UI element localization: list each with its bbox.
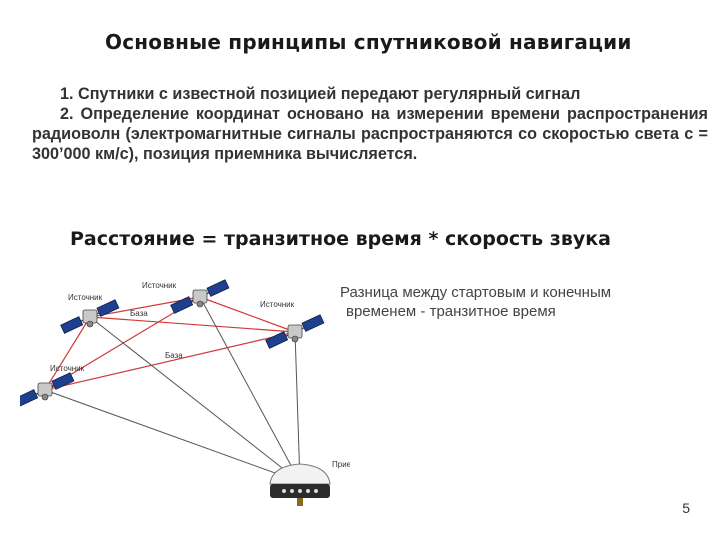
gps-receiver-icon: [269, 463, 331, 506]
page-number: 5: [682, 500, 690, 516]
principle-text-2: Определение координат основано на измере…: [32, 105, 709, 163]
label-receiver: Приемник: [332, 460, 350, 469]
satellite-icon: [265, 314, 325, 349]
label-source-4: Источник: [50, 364, 85, 373]
principle-text-1: Спутники с известной позицией передают р…: [78, 85, 581, 103]
slide-title: Основные принципы спутниковой навигации: [105, 30, 632, 54]
principle-number-2: 2.: [60, 105, 74, 123]
base-lines: [44, 296, 296, 391]
principle-item-2: 2. Определение координат основано на изм…: [32, 104, 708, 164]
satellite-icon: [170, 279, 230, 314]
satellite-icon: [60, 299, 120, 334]
distance-formula: Расстояние = транзитное время * скорость…: [70, 228, 611, 250]
caption-line-1: Разница между стартовым и конечным: [340, 284, 612, 301]
label-base-2: База: [165, 351, 183, 360]
principle-number-1: 1.: [60, 85, 74, 103]
label-source-1: Источник: [68, 293, 103, 302]
label-source-3: Источник: [260, 300, 295, 309]
satellite-diagram: Источник Источник Источник Источник База…: [20, 272, 350, 522]
label-source-2: Источник: [142, 281, 177, 290]
caption-line-2: временем - транзитное время: [346, 303, 556, 320]
transit-time-caption: Разница между стартовым и конечным време…: [340, 283, 700, 321]
principles-list: 1. Спутники с известной позицией передаю…: [32, 84, 708, 164]
label-base-1: База: [130, 309, 148, 318]
signal-lines: [44, 296, 301, 483]
satellite-icon: [20, 372, 75, 407]
principle-item-1: 1. Спутники с известной позицией передаю…: [32, 84, 708, 104]
